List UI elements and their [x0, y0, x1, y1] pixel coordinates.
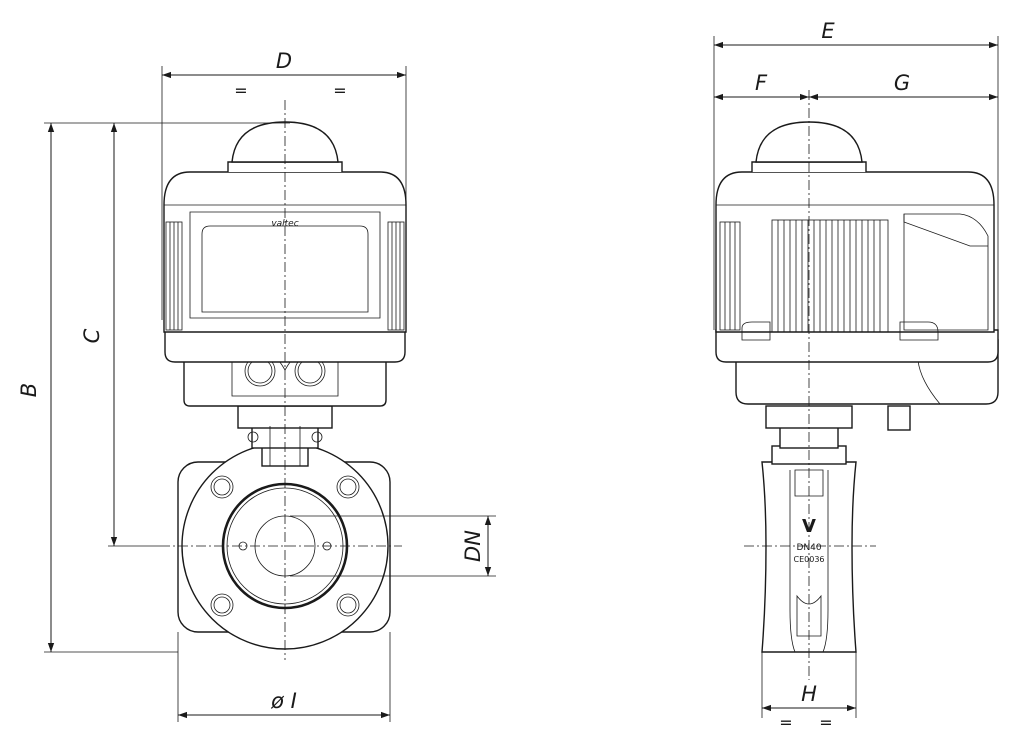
front-view: valtec D = = B C: [17, 49, 496, 722]
label-b: B: [17, 383, 41, 397]
dimension-e: E: [713, 19, 999, 330]
dimension-b: B: [17, 122, 290, 653]
dimension-d: D = =: [161, 49, 407, 320]
equal-mark: =: [779, 713, 792, 732]
stem-side: [765, 405, 911, 465]
dimension-f: F: [714, 71, 809, 101]
label-h: H: [801, 682, 817, 706]
equal-mark: =: [333, 81, 346, 100]
actuator-side: [715, 121, 999, 405]
label-i: ø I: [270, 689, 297, 713]
dimension-h: H = =: [761, 652, 857, 732]
equal-mark: =: [234, 81, 247, 100]
label-g: G: [894, 71, 910, 95]
dimension-dn: DN: [290, 515, 496, 577]
label-f: F: [755, 71, 768, 95]
side-view: V DN40 CE0036: [713, 19, 999, 732]
brand-mark: valtec: [271, 219, 298, 229]
label-e: E: [821, 19, 835, 43]
label-dn: DN: [461, 530, 485, 562]
equal-mark: =: [819, 713, 832, 732]
dimension-c: C: [80, 123, 160, 547]
dimension-i: ø I: [177, 632, 391, 722]
label-d: D: [276, 49, 292, 73]
label-c: C: [80, 328, 104, 343]
dimension-g: G: [809, 71, 998, 101]
